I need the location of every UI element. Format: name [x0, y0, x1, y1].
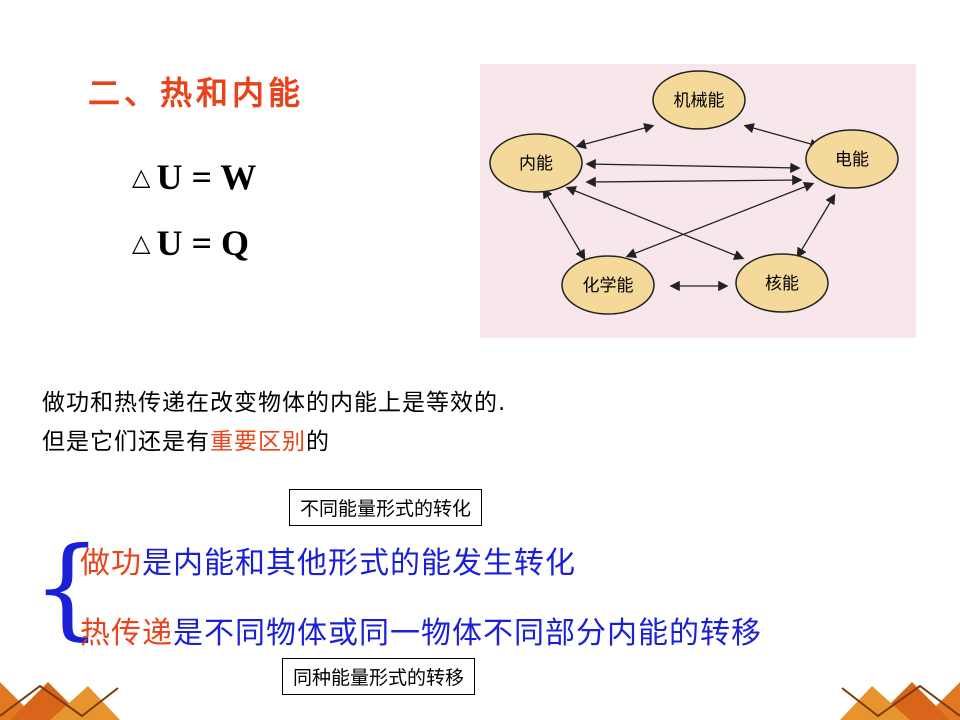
- statement-heat-rest: 是不同物体或同一物体不同部分内能的转移: [173, 616, 762, 651]
- equation-text: U = Q: [156, 223, 249, 263]
- curly-brace: {: [32, 523, 102, 651]
- corner-decoration-right: [840, 682, 960, 720]
- node-label-chemical: 化学能: [583, 276, 634, 296]
- label-box-conversion: 不同能量形式的转化: [289, 489, 483, 526]
- label-box-transfer: 同种能量形式的转移: [282, 658, 476, 695]
- delta-symbol: △: [132, 231, 151, 257]
- equation-text: U = W: [156, 157, 257, 197]
- paragraph-highlight: 重要区别: [210, 429, 306, 455]
- arrow-mech-internal: [575, 123, 655, 149]
- node-nuclear: [735, 253, 829, 313]
- arrow-nuclear-electric: [796, 193, 836, 259]
- equation-work: △U = W: [132, 156, 256, 198]
- paragraph-prefix: 但是它们还是有: [42, 429, 210, 455]
- node-electric: [805, 129, 899, 189]
- delta-symbol: △: [132, 165, 151, 191]
- statement-work: 做功是内能和其他形式的能发生转化: [80, 538, 576, 582]
- node-mechanical: [652, 70, 746, 130]
- arrow-electric-internal2: [585, 174, 803, 188]
- paragraph-suffix: 的: [306, 429, 330, 455]
- node-internal: [489, 133, 583, 193]
- equation-heat: △U = Q: [132, 222, 249, 264]
- node-label-nuclear: 核能: [765, 274, 799, 294]
- energy-conversion-diagram: 机械能 内能 电能 化学能 核能: [480, 64, 916, 338]
- arrow-internal-chemical: [542, 187, 586, 261]
- corner-decoration-left: [0, 682, 120, 720]
- arrow-internal-nuclear: [565, 186, 745, 260]
- node-label-internal: 内能: [519, 154, 553, 174]
- node-label-mechanical: 机械能: [674, 91, 725, 111]
- statement-heat-transfer: 热传递是不同物体或同一物体不同部分内能的转移: [80, 608, 762, 652]
- paragraph-line-2: 但是它们还是有重要区别的: [42, 422, 330, 456]
- energy-diagram-svg: 机械能 内能 电能 化学能 核能: [489, 70, 899, 315]
- slide-title: 二、热和内能: [88, 74, 305, 112]
- arrow-electric-chemical: [625, 181, 815, 259]
- statement-work-rest: 是内能和其他形式的能发生转化: [142, 546, 576, 581]
- node-label-electric: 电能: [835, 150, 869, 170]
- arrow-internal-electric: [585, 158, 801, 174]
- statement-heat-highlight: 热传递: [80, 616, 173, 651]
- arrow-mech-electric: [743, 123, 821, 149]
- statement-work-highlight: 做功: [80, 546, 142, 581]
- paragraph-line-1: 做功和热传递在改变物体的内能上是等效的.: [42, 390, 507, 416]
- node-chemical: [561, 255, 655, 315]
